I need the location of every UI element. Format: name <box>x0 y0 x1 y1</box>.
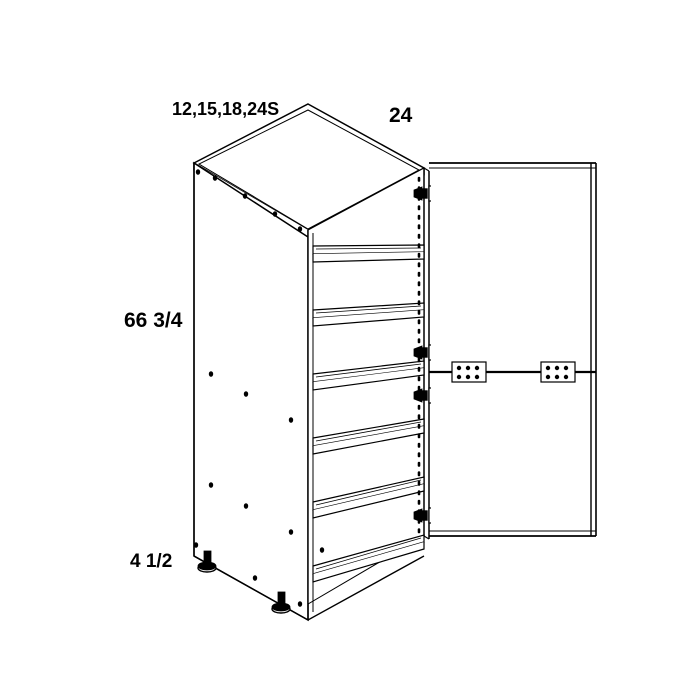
dowel-hole-group <box>193 169 325 607</box>
height-dimension-label: 66 3/4 <box>124 309 183 332</box>
adjustable-shelf <box>312 418 425 455</box>
adjustable-shelf <box>312 360 425 391</box>
adjustable-shelf <box>312 302 425 327</box>
swing-door-open <box>429 162 597 537</box>
hinge-mounting-plate <box>451 361 487 383</box>
bottom-panel <box>193 534 425 621</box>
width-dimension-label: 12,15,18,24S <box>172 99 280 119</box>
adjustable-shelf <box>312 244 425 263</box>
toekick-dimension-label: 4 1/2 <box>130 551 173 572</box>
interior-corner-edge <box>307 230 314 620</box>
leveling-leg <box>271 591 291 614</box>
hinge-mounting-plate <box>540 361 576 383</box>
shelf-stack <box>312 244 425 519</box>
depth-dimension-label: 24 <box>389 104 413 127</box>
adjustable-shelf <box>312 476 425 519</box>
leveling-leg <box>197 550 217 573</box>
